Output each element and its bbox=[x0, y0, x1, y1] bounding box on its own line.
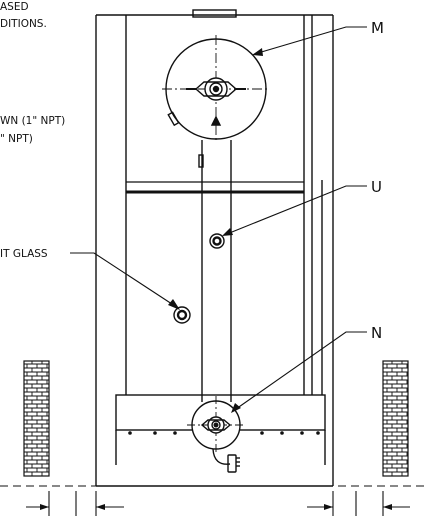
top-header-m bbox=[162, 35, 270, 143]
callout-u: U bbox=[371, 178, 382, 196]
brick-wall-right bbox=[382, 360, 409, 477]
note-line-1: ASED bbox=[0, 1, 29, 13]
note-line-4: " NPT) bbox=[0, 133, 33, 145]
brick-wall-left bbox=[23, 360, 50, 477]
bottom-header-n bbox=[187, 396, 245, 473]
leader-arrowheads bbox=[168, 48, 263, 413]
base-mounting-bolts bbox=[128, 431, 320, 435]
clearance-dimension-lines bbox=[26, 491, 410, 516]
riser-pipe bbox=[198, 140, 232, 402]
top-vent-stub bbox=[192, 9, 237, 18]
callout-n: N bbox=[371, 324, 382, 342]
leader-lines bbox=[70, 26, 367, 410]
sight-glass-fitting bbox=[173, 306, 191, 324]
fitting-u bbox=[209, 233, 225, 249]
note-line-2: DITIONS. bbox=[0, 18, 47, 30]
note-line-3: WN (1" NPT) bbox=[0, 115, 65, 127]
dimension-arrowheads bbox=[40, 504, 392, 510]
callout-m: M bbox=[371, 19, 384, 37]
callout-sight-glass: IT GLASS bbox=[0, 248, 48, 260]
